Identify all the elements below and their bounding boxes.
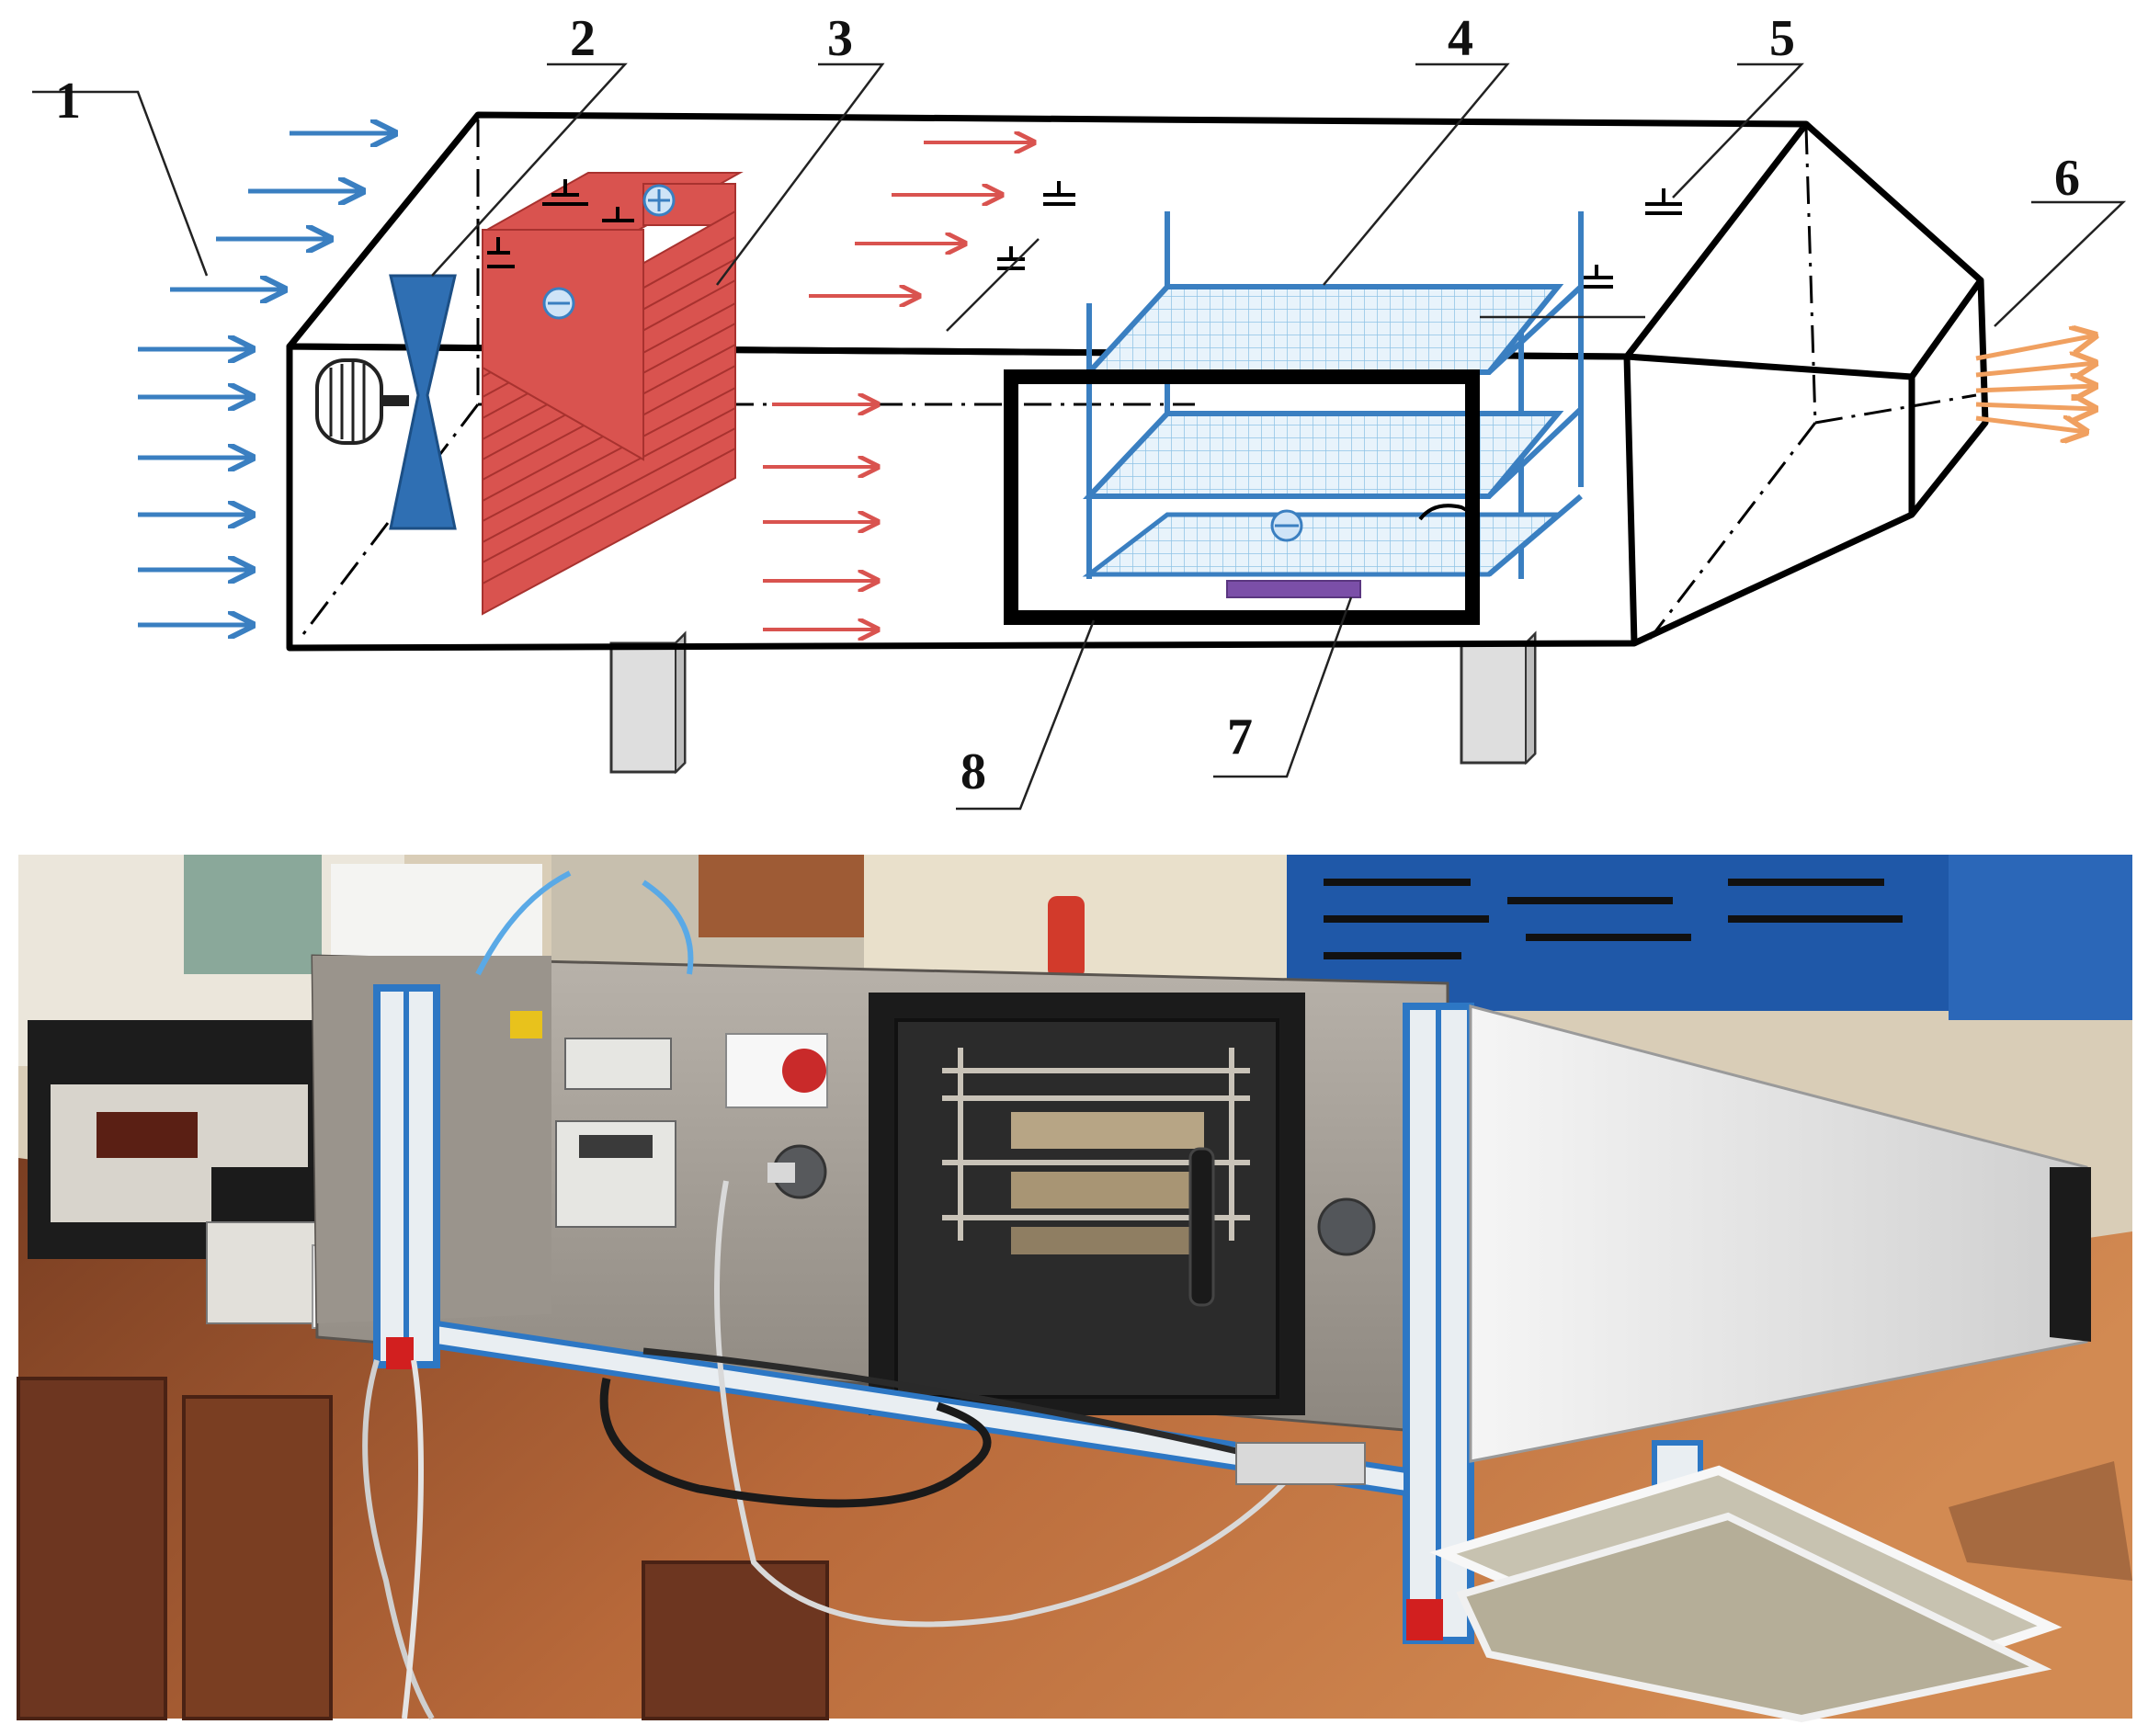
label-7: 7: [1227, 709, 1253, 766]
label-1: 1: [55, 73, 81, 130]
heater-fins: [482, 172, 744, 616]
label-8: 8: [960, 743, 986, 800]
label-3: 3: [827, 10, 853, 67]
air-inlet-arrows: [138, 133, 395, 625]
heated-air-arrows: [763, 142, 1034, 630]
label-4: 4: [1448, 10, 1473, 67]
support-legs: [609, 630, 1537, 775]
sample-trays: [1429, 1465, 2063, 1723]
device-photo: [17, 855, 2132, 1723]
label-leaders: [32, 62, 2127, 811]
callout-labels: 1 2 3 4 5 6 7 8: [55, 10, 2080, 800]
viewing-door: [1004, 369, 1480, 625]
outlet-arrows: [1975, 335, 2096, 432]
label-2: 2: [570, 10, 596, 67]
tray-rack: [1082, 211, 1584, 579]
label-6: 6: [2054, 150, 2080, 207]
label-5: 5: [1769, 10, 1795, 67]
weighing-plate: [1226, 580, 1361, 598]
fan-icon: [315, 274, 457, 530]
logo-badge: [725, 1033, 828, 1108]
sensor-icon: [487, 179, 1682, 289]
schematic-diagram: 1 2 3 4 5 6 7 8: [32, 10, 2127, 811]
